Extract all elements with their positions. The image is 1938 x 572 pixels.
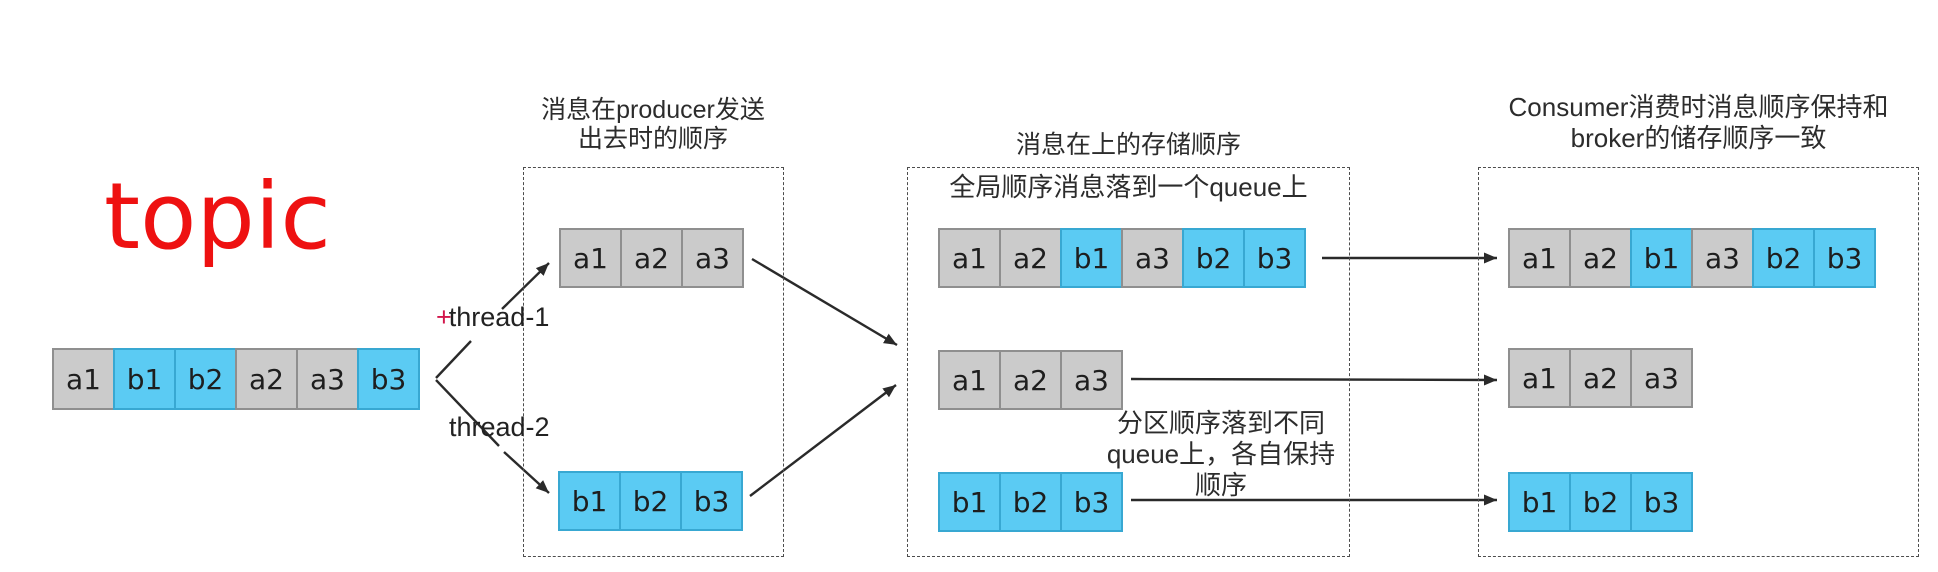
queue-cell: b1: [1630, 228, 1693, 288]
queue-cell: b3: [357, 348, 420, 410]
queue-cell: a3: [1691, 228, 1754, 288]
producer-order-box: [523, 167, 784, 557]
queue-cell: a3: [296, 348, 359, 410]
queue-cell: a2: [1569, 228, 1632, 288]
queue-cell: b2: [619, 471, 682, 531]
queue-cell: a1: [52, 348, 115, 410]
consumer-order-box: [1478, 167, 1919, 557]
consumer-b-row: b1 b2 b3: [1508, 472, 1693, 532]
queue-cell: b3: [1630, 472, 1693, 532]
queue-cell: b2: [1182, 228, 1245, 288]
queue-cell: b1: [558, 471, 621, 531]
queue-cell: b2: [174, 348, 237, 410]
partition-caption-line3: 顺序: [1194, 470, 1247, 500]
thread-1-plus-mark: +: [436, 302, 452, 332]
consumer-box-title: Consumer消费时消息顺序保持和 broker的储存顺序一致: [1478, 92, 1919, 154]
queue-cell: b1: [938, 472, 1001, 532]
queue-cell: b2: [1752, 228, 1815, 288]
queue-cell: a3: [1630, 348, 1693, 408]
queue-cell: b3: [680, 471, 743, 531]
queue-cell: a2: [999, 228, 1062, 288]
producer-box-title: 消息在producer发送 出去时的顺序: [513, 96, 793, 154]
producer-title-line2: 出去时的顺序: [577, 125, 728, 153]
broker-storage-box: [907, 167, 1350, 557]
fork-line-to-thread1: [435, 340, 472, 379]
queue-cell: a1: [938, 228, 1001, 288]
queue-cell: a1: [938, 350, 1001, 410]
global-order-caption: 全局顺序消息落到一个queue上: [949, 172, 1308, 202]
queue-cell: a1: [559, 228, 622, 288]
queue-cell: b1: [1060, 228, 1123, 288]
consumer-title-line2: broker的储存顺序一致: [1570, 123, 1827, 153]
source-queue-row: a1 b1 b2 a2 a3 b3: [52, 348, 420, 410]
queue-cell: b3: [1243, 228, 1306, 288]
producer-a-row: a1 a2 a3: [559, 228, 744, 288]
producer-title-line1: 消息在producer发送: [541, 96, 765, 124]
queue-cell: b3: [1813, 228, 1876, 288]
queue-cell: b2: [1569, 472, 1632, 532]
producer-b-row: b1 b2 b3: [558, 471, 743, 531]
consumer-title-line1: Consumer消费时消息顺序保持和: [1508, 92, 1889, 122]
partition-order-caption: 分区顺序落到不同 queue上，各自保持 顺序: [1040, 408, 1402, 501]
queue-cell: a3: [1121, 228, 1184, 288]
queue-cell: a3: [681, 228, 744, 288]
partition-caption-line1: 分区顺序落到不同: [1116, 408, 1325, 438]
thread-1-text: thread-1: [448, 302, 550, 332]
queue-cell: a2: [620, 228, 683, 288]
queue-cell: a2: [999, 350, 1062, 410]
queue-cell: b3: [1060, 472, 1123, 532]
topic-label: topic: [104, 163, 331, 270]
broker-a-row: a1 a2 a3: [938, 350, 1123, 410]
partition-caption-line2: queue上，各自保持: [1106, 439, 1336, 469]
queue-cell: a1: [1508, 348, 1571, 408]
broker-b-row: b1 b2 b3: [938, 472, 1123, 532]
consumer-a-row: a1 a2 a3: [1508, 348, 1693, 408]
thread-1-label: +thread-1: [436, 302, 549, 333]
queue-cell: a2: [1569, 348, 1632, 408]
queue-cell: b1: [113, 348, 176, 410]
broker-box-title: 消息在上的存储顺序: [1015, 131, 1241, 159]
queue-cell: a2: [235, 348, 298, 410]
queue-cell: a1: [1508, 228, 1571, 288]
broker-mixed-row: a1 a2 b1 a3 b2 b3: [938, 228, 1306, 288]
queue-cell: a3: [1060, 350, 1123, 410]
queue-cell: b1: [1508, 472, 1571, 532]
consumer-mixed-row: a1 a2 b1 a3 b2 b3: [1508, 228, 1876, 288]
thread-2-label: thread-2: [449, 412, 550, 442]
